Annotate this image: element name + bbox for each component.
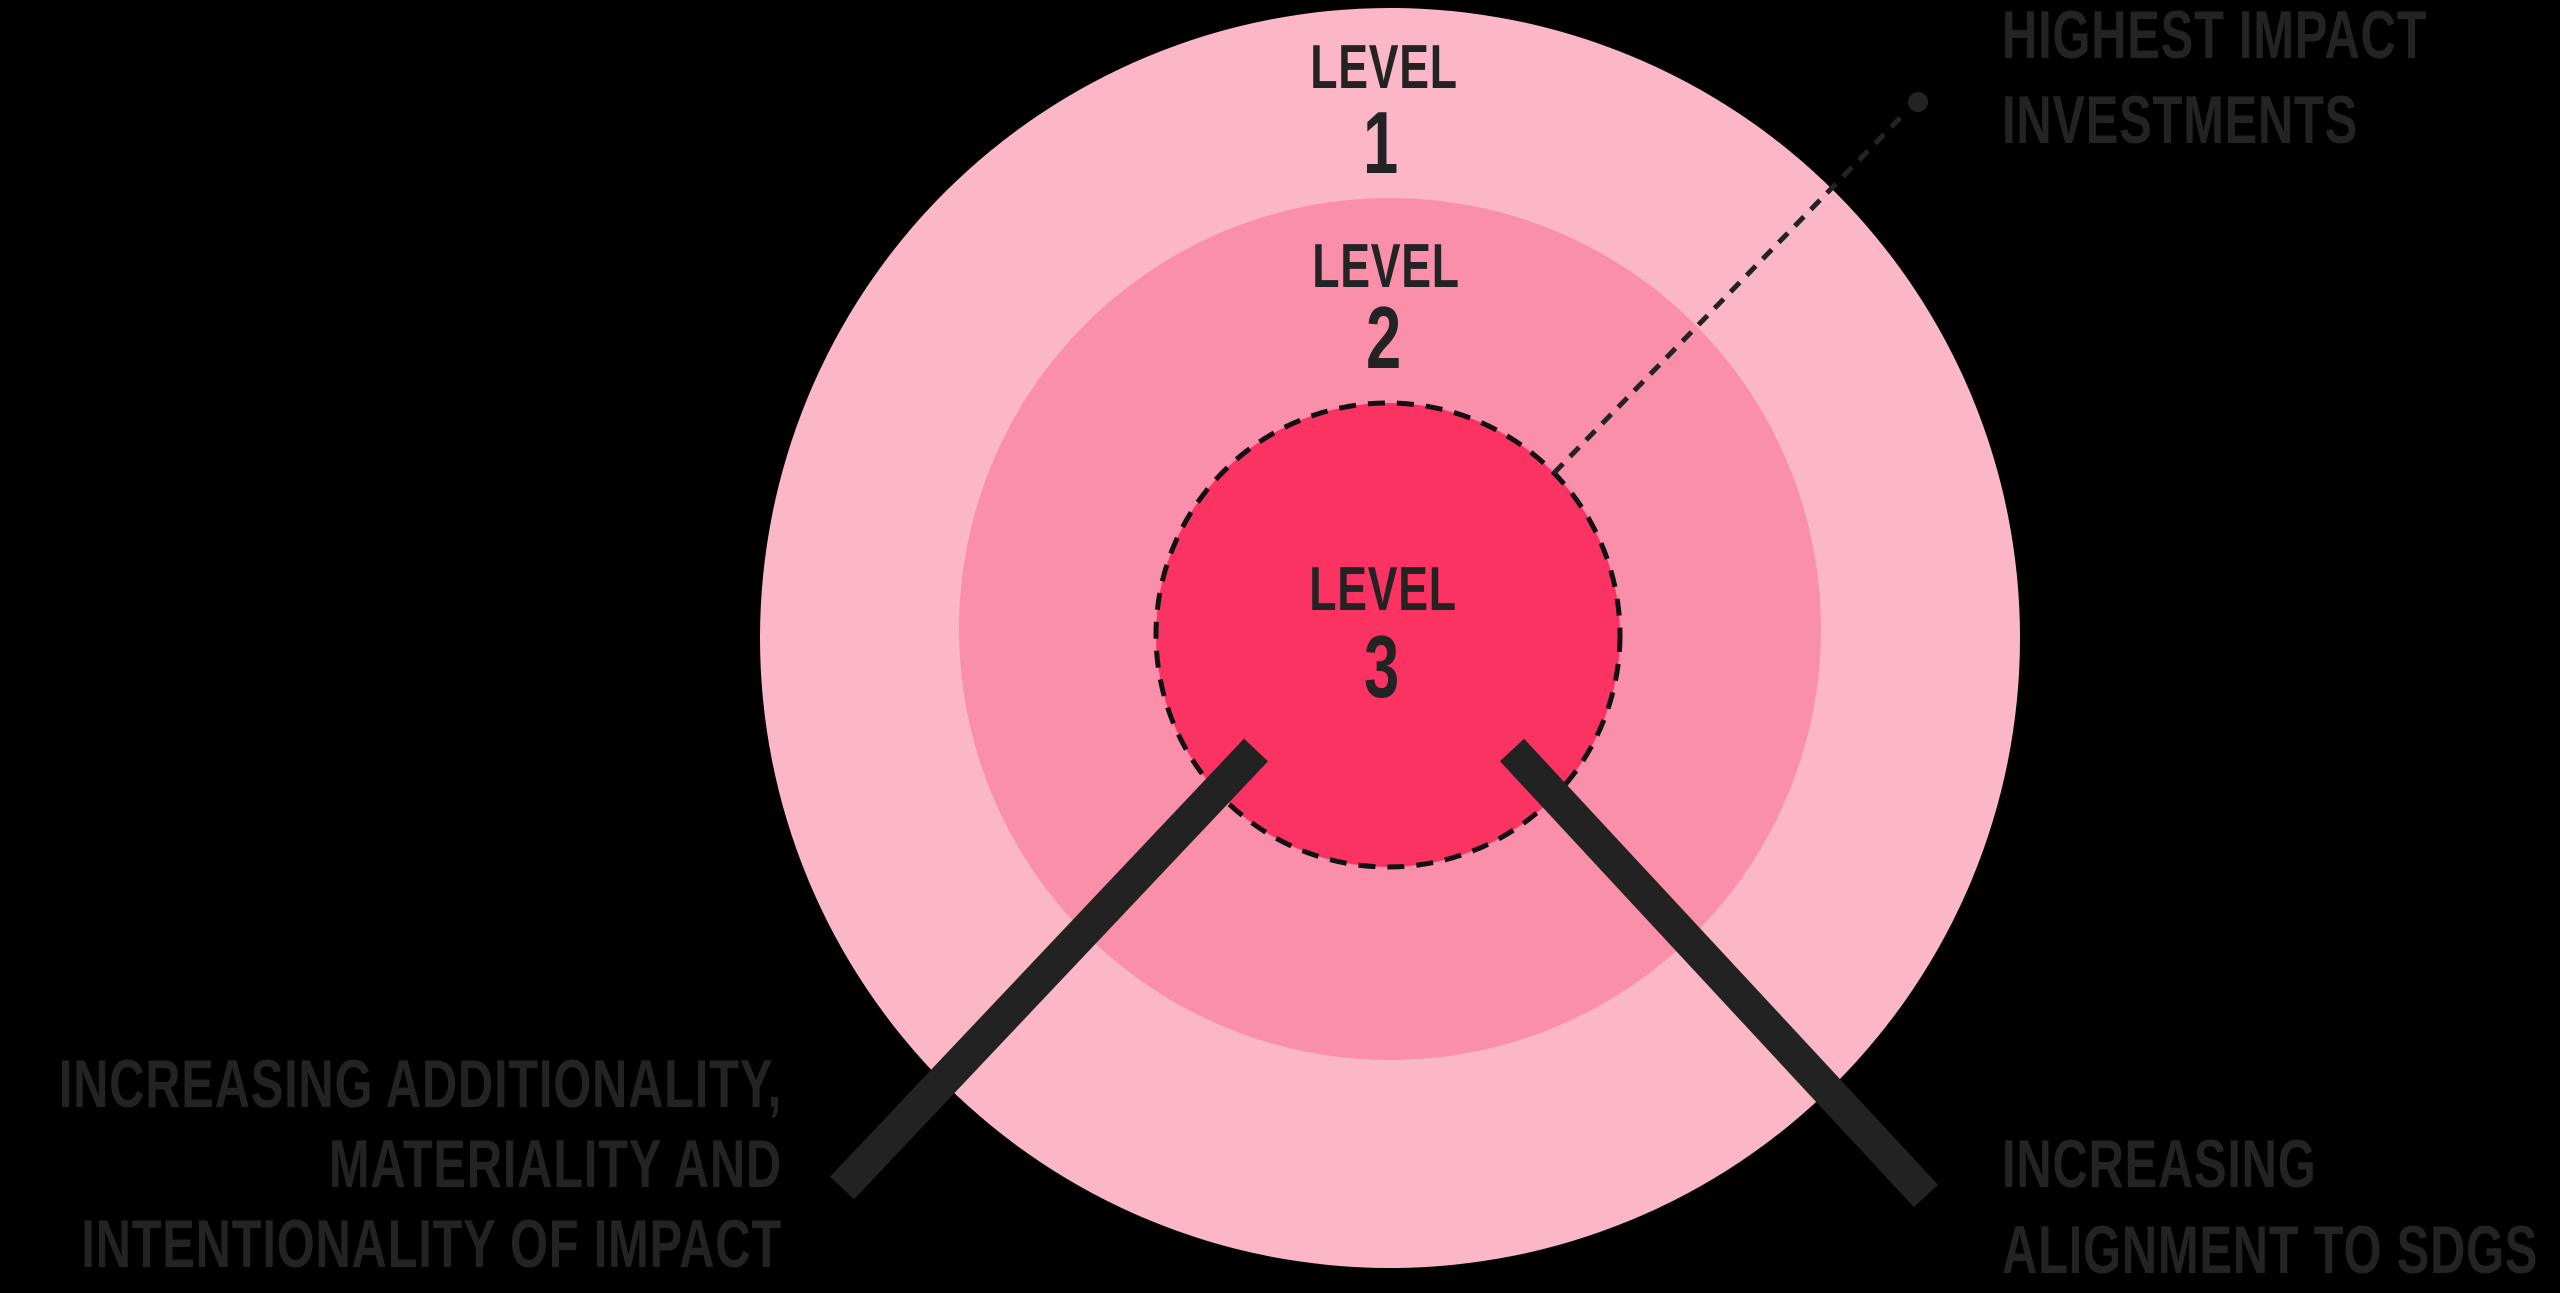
level-1-word: LEVEL [1310, 33, 1457, 102]
bottom-left-caption-line-2: MATERIALITY AND [329, 1125, 782, 1202]
bottom-left-caption-line-1: INCREASING ADDITIONALITY, [59, 1045, 782, 1122]
bottom-right-caption-line-1: INCREASING [2002, 1125, 2317, 1202]
callout-label-line-2: INVESTMENTS [2002, 81, 2358, 158]
callout-label-line-1: HIGHEST IMPACT [2002, 0, 2427, 73]
level-1-number: 1 [1363, 95, 1399, 193]
level-3-number: 3 [1364, 619, 1400, 717]
callout-dashed-line [1552, 114, 1904, 475]
bottom-right-caption-line-2: ALIGNMENT TO SDGS [2002, 1211, 2538, 1288]
level-2-number: 2 [1366, 290, 1402, 388]
bottom-left-caption-line-3: INTENTIONALITY OF IMPACT [81, 1205, 782, 1282]
level-3-word: LEVEL [1309, 555, 1456, 624]
level-3-circle [1156, 403, 1620, 867]
arrow-to-additionality-caption [830, 738, 1268, 1200]
level-3-dashed-ring [1153, 400, 1623, 870]
callout-dot [1908, 92, 1928, 112]
arrow-to-sdg-caption [1499, 738, 1939, 1208]
level-2-word: LEVEL [1312, 232, 1459, 301]
